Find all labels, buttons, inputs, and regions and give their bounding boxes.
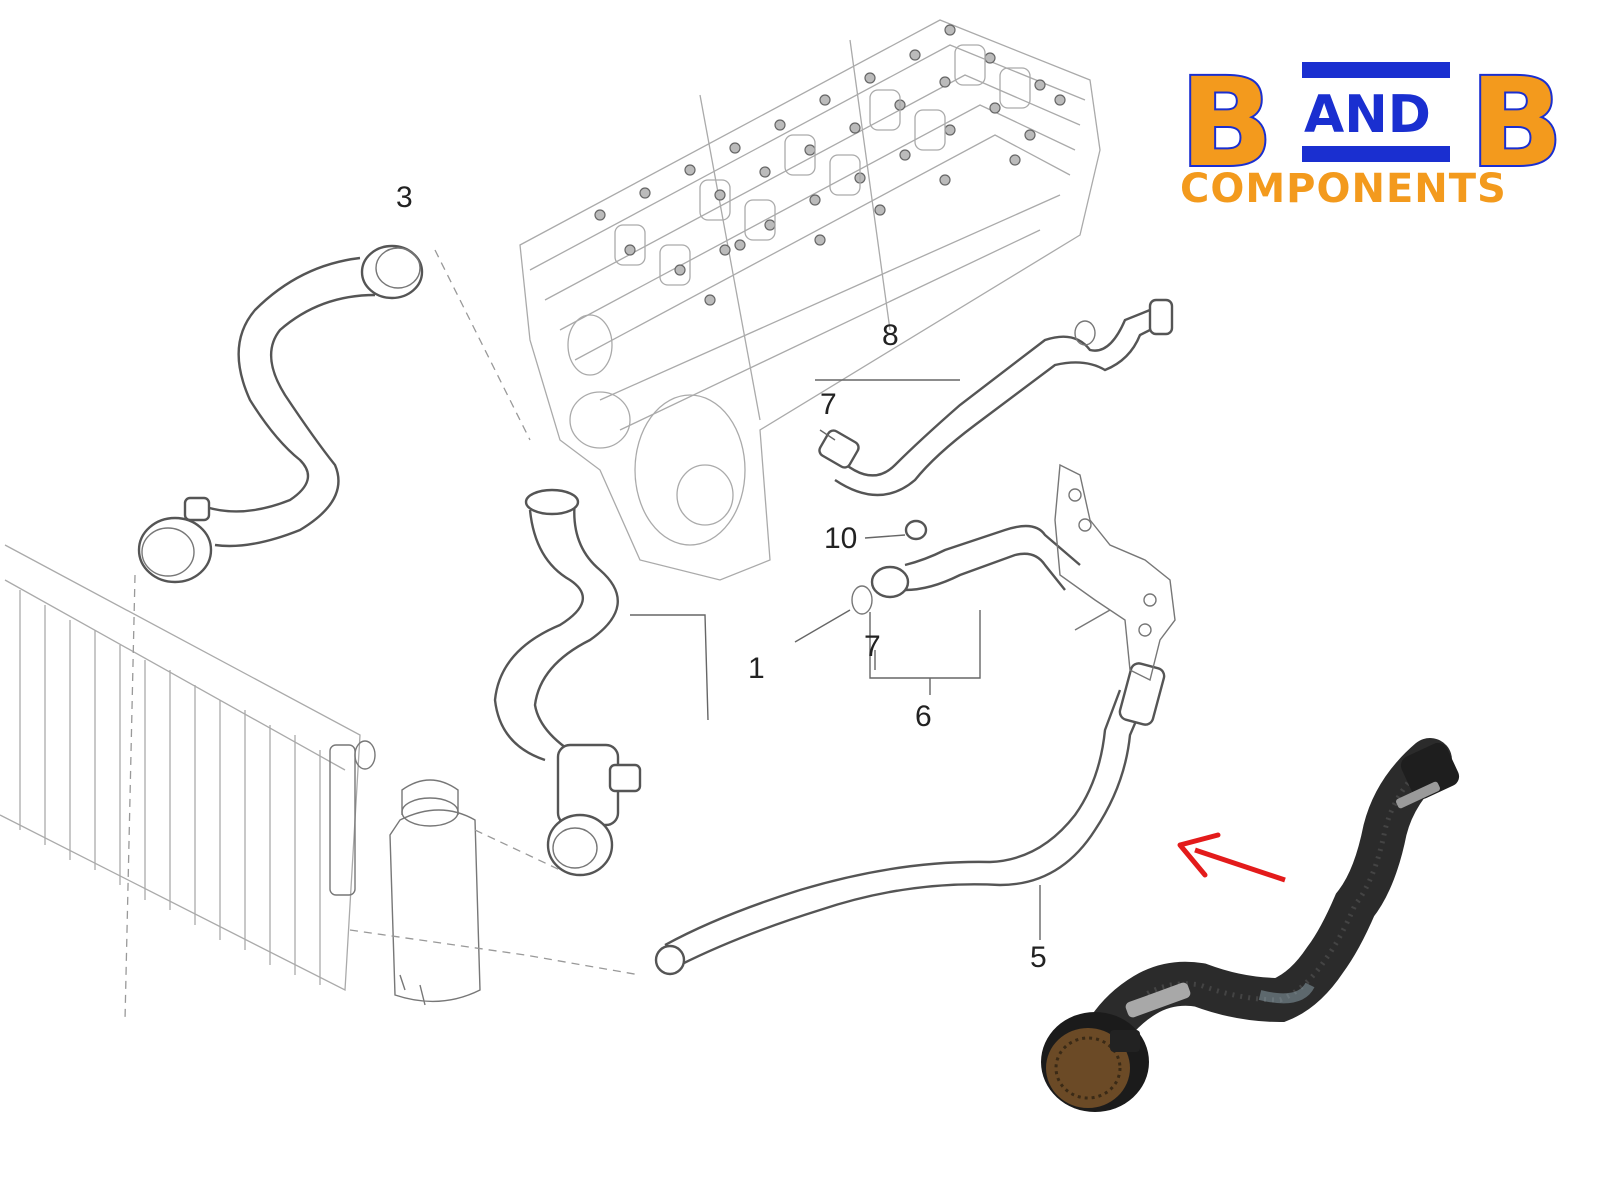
- company-logo: B AND B COMPONENTS: [1178, 50, 1565, 212]
- callout-10: 10: [824, 522, 857, 555]
- logo-stripe-top: [1302, 62, 1450, 78]
- callout-7-lower: 7: [864, 630, 881, 663]
- radiator-drawing: [0, 544, 376, 992]
- hose-6-drawing: [851, 519, 1081, 615]
- logo-word-and: AND: [1304, 85, 1431, 145]
- logo-stripe-bottom: [1302, 146, 1450, 162]
- logo-letter-right: B: [1470, 52, 1563, 194]
- red-pointer-arrow: [1177, 832, 1286, 883]
- logo-letter-left: B: [1180, 52, 1273, 194]
- callout-labels: 1 3 5 6 7 7 8 10: [396, 181, 1047, 974]
- callout-1: 1: [748, 652, 765, 685]
- engine-block-drawing: [519, 19, 1101, 581]
- callout-5: 5: [1030, 941, 1047, 974]
- hose-5-drawing: [654, 662, 1166, 976]
- hose-3-drawing: [137, 244, 424, 584]
- expansion-tank-drawing: [389, 779, 481, 1006]
- reference-lines: [124, 249, 641, 1021]
- hose-1-drawing: [493, 488, 642, 877]
- logo-subtitle: COMPONENTS: [1180, 166, 1507, 212]
- callout-leader-lines: [630, 379, 1041, 940]
- callout-3: 3: [396, 181, 413, 214]
- hose-bracket-drawing: [1054, 463, 1176, 682]
- product-hose-photo: [1041, 738, 1460, 1112]
- callout-8: 8: [882, 319, 899, 352]
- hose-8-drawing: [818, 298, 1174, 497]
- callout-7-upper: 7: [820, 388, 837, 421]
- callout-6: 6: [915, 700, 932, 733]
